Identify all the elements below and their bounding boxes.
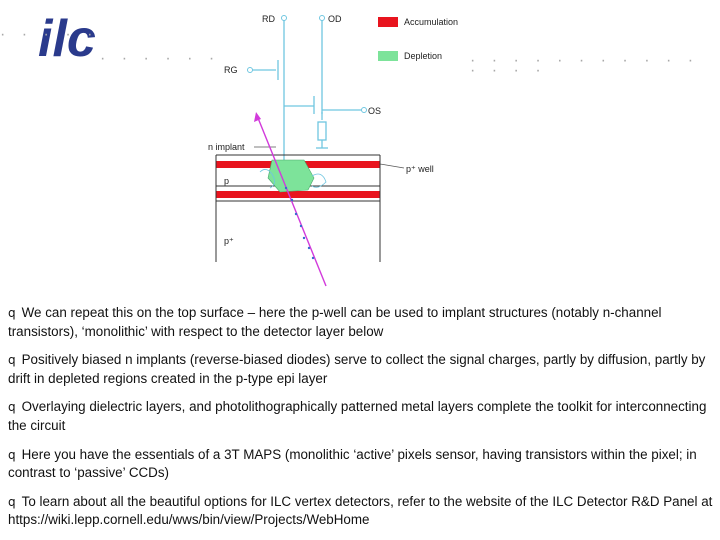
charge-diffusion-paths: [259, 169, 327, 189]
label-p: p: [224, 176, 229, 186]
rd-terminal: [281, 15, 287, 21]
decorative-dots-left: · · · · ·: [0, 26, 99, 43]
rg-terminal: [247, 67, 253, 73]
bullet-text: Here you have the essentials of a 3T MAP…: [8, 446, 697, 481]
label-p-plus: p⁺: [224, 236, 234, 246]
ionisation-charges: [284, 186, 315, 260]
decorative-dots-middle: · · · · · ·: [100, 50, 221, 67]
label-od: OD: [328, 14, 342, 24]
legend-item-depletion: Depletion: [378, 48, 498, 64]
decorative-dots-right: · · · · · · · · · · · · · · ·: [470, 52, 700, 79]
bullet-marker: q: [8, 306, 16, 320]
bullet-marker: q: [8, 400, 16, 415]
label-n-implant: n implant: [208, 142, 245, 152]
legend-label: Depletion: [404, 51, 443, 61]
bullet-text: To learn about all the beautiful options…: [8, 493, 713, 528]
particle-track-arrow: [254, 112, 261, 122]
label-p-well: p⁺ well: [406, 164, 434, 174]
label-os: OS: [368, 106, 381, 116]
depletion-region: [267, 159, 315, 193]
circuit-wiring: [250, 18, 364, 160]
label-rd: RD: [262, 14, 275, 24]
logo-text: ilc: [38, 10, 96, 66]
bullet-text: We can repeat this on the top surface – …: [8, 305, 662, 339]
particle-track: [257, 117, 327, 287]
bullet-text: Overlaying dielectric layers, and photol…: [8, 399, 707, 433]
legend-label: Accumulation: [404, 17, 459, 27]
maps-pixel-diagram: RD OD RG OS n implant p⁺ well p p⁺: [200, 0, 500, 292]
bullet-marker: q: [8, 353, 16, 368]
bullet-marker: q: [8, 447, 16, 462]
ilc-logo: ilc: [38, 8, 100, 68]
od-terminal: [319, 15, 325, 21]
label-rg: RG: [224, 65, 238, 75]
legend: Accumulation Depletion: [378, 14, 498, 82]
os-terminal: [361, 107, 367, 113]
bullet-marker: q: [8, 494, 16, 509]
legend-item-accumulation: Accumulation: [378, 14, 498, 30]
accumulation-swatch: [378, 17, 398, 27]
bullet-text: Positively biased n implants (reverse-bi…: [8, 352, 706, 386]
depletion-swatch: [378, 51, 398, 61]
